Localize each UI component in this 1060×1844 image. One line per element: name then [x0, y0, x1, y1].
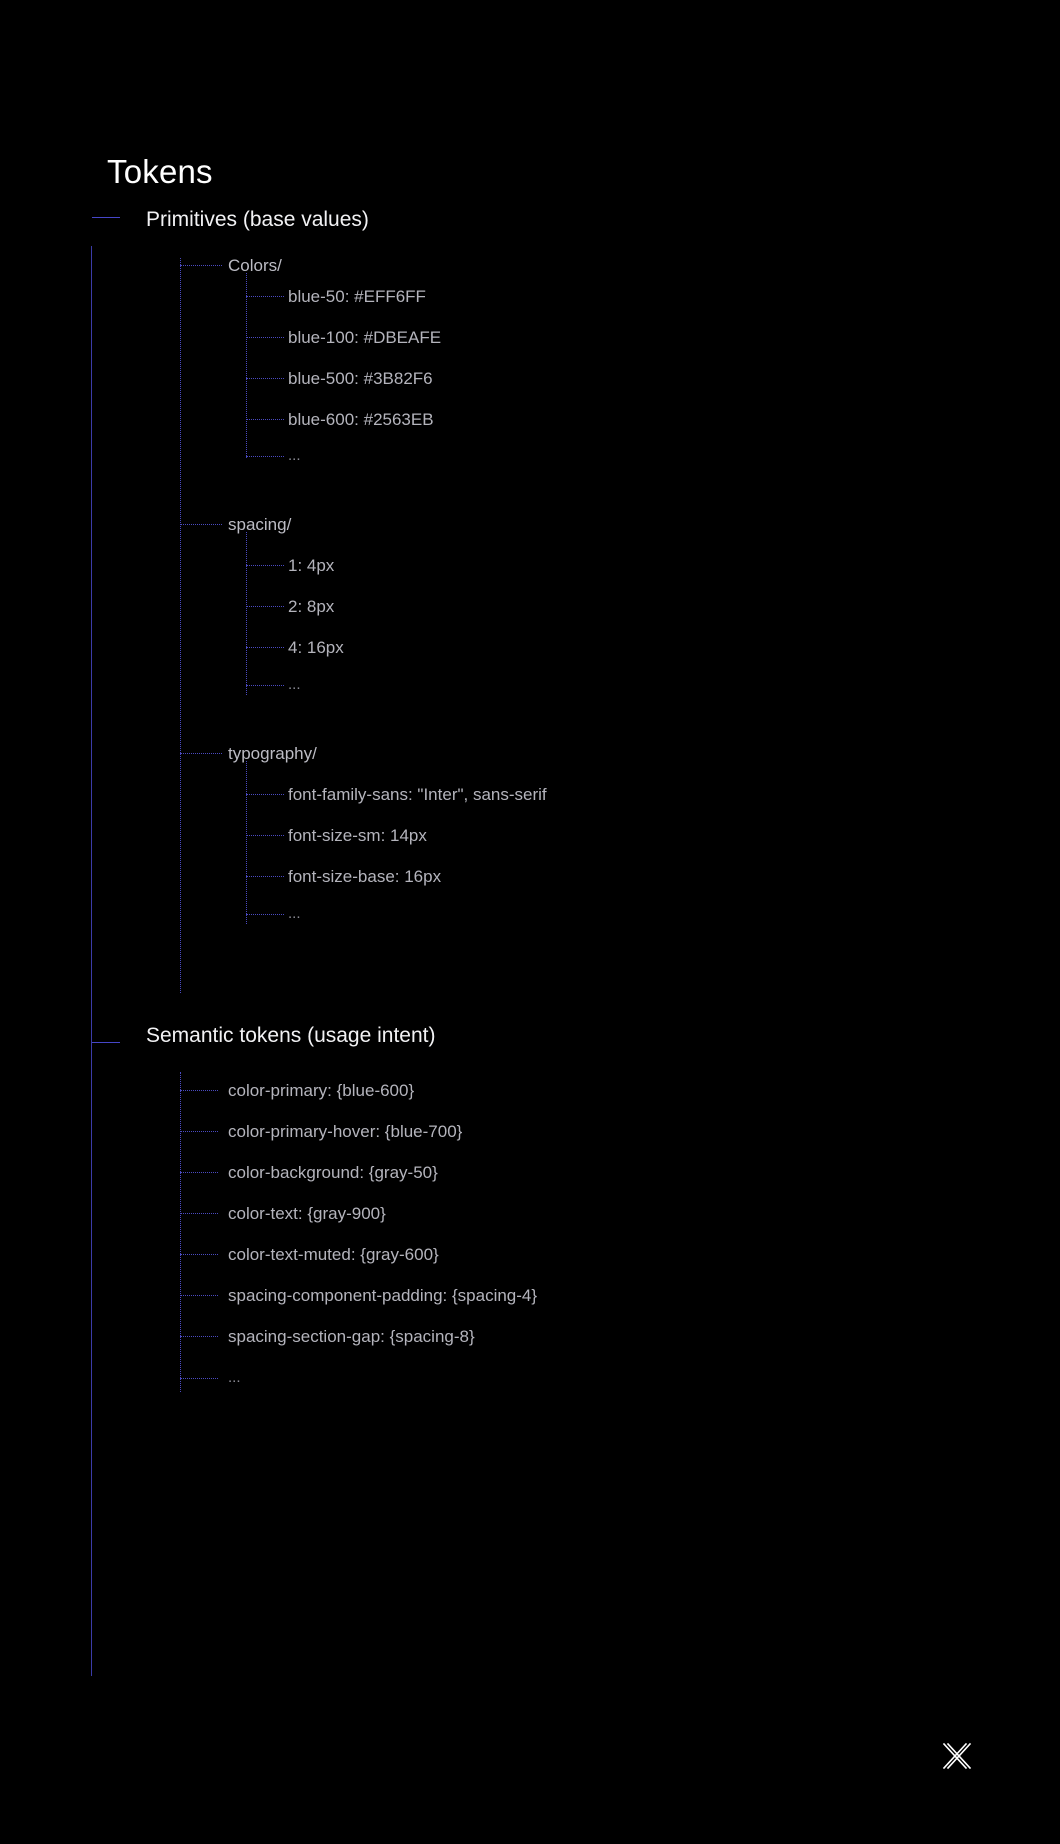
group-label-spacing: spacing/	[228, 515, 292, 534]
branch-connector-primitives	[92, 217, 120, 218]
token-item: blue-50: #EFF6FF	[288, 287, 426, 306]
branch-connector-semantic	[92, 1042, 120, 1043]
section-heading-primitives: Primitives (base values)	[146, 208, 369, 231]
connector-colors-item-2	[246, 378, 284, 379]
token-item: color-primary: {blue-600}	[228, 1081, 415, 1100]
connector-group-colors	[180, 265, 222, 266]
connector-colors-item-0	[246, 296, 284, 297]
connector-semantic-item-7	[180, 1378, 218, 1379]
token-item: color-background: {gray-50}	[228, 1163, 438, 1182]
connector-typography-item-2	[246, 876, 284, 877]
connector-spacing-item-3	[246, 685, 284, 686]
connector-spacing-item-2	[246, 647, 284, 648]
token-item: color-primary-hover: {blue-700}	[228, 1122, 463, 1141]
connector-colors-item-4	[246, 456, 284, 457]
token-item: font-size-sm: 14px	[288, 826, 427, 845]
connector-group-typography	[180, 753, 222, 754]
connector-semantic-item-6	[180, 1336, 218, 1337]
x-logo-icon	[936, 1735, 980, 1779]
connector-spacing-item-1	[246, 606, 284, 607]
token-item-ellipsis: ...	[288, 905, 301, 922]
connector-semantic-item-2	[180, 1172, 218, 1173]
token-item: 4: 16px	[288, 638, 344, 657]
token-item: blue-600: #2563EB	[288, 410, 434, 429]
token-item: spacing-component-padding: {spacing-4}	[228, 1286, 538, 1305]
rail-primitives-groups	[180, 258, 181, 993]
token-item: 1: 4px	[288, 556, 335, 575]
section-heading-semantic: Semantic tokens (usage intent)	[146, 1024, 436, 1047]
rail-colors-items	[246, 273, 247, 458]
token-item: color-text-muted: {gray-600}	[228, 1245, 439, 1264]
token-item-ellipsis: ...	[288, 447, 301, 464]
token-item: font-size-base: 16px	[288, 867, 442, 886]
token-item: blue-100: #DBEAFE	[288, 328, 442, 347]
group-label-typography: typography/	[228, 744, 317, 763]
token-item-ellipsis: ...	[228, 1369, 241, 1386]
rail-typography-items	[246, 761, 247, 924]
token-item: blue-500: #3B82F6	[288, 369, 433, 388]
token-item: spacing-section-gap: {spacing-8}	[228, 1327, 475, 1346]
token-item-ellipsis: ...	[288, 676, 301, 693]
connector-group-spacing	[180, 524, 222, 525]
rail-spacing-items	[246, 532, 247, 695]
token-item: 2: 8px	[288, 597, 335, 616]
connector-typography-item-3	[246, 914, 284, 915]
connector-colors-item-1	[246, 337, 284, 338]
connector-spacing-item-0	[246, 565, 284, 566]
connector-semantic-item-3	[180, 1213, 218, 1214]
connector-semantic-item-1	[180, 1131, 218, 1132]
connector-typography-item-0	[246, 794, 284, 795]
page-title: Tokens	[107, 153, 213, 190]
group-label-colors: Colors/	[228, 256, 282, 275]
token-item: color-text: {gray-900}	[228, 1204, 386, 1223]
tree-root-spine	[91, 246, 92, 1676]
connector-typography-item-1	[246, 835, 284, 836]
connector-semantic-item-0	[180, 1090, 218, 1091]
token-item: font-family-sans: "Inter", sans-serif	[288, 785, 547, 804]
connector-semantic-item-5	[180, 1295, 218, 1296]
connector-semantic-item-4	[180, 1254, 218, 1255]
connector-colors-item-3	[246, 419, 284, 420]
rail-semantic-items	[180, 1072, 181, 1392]
